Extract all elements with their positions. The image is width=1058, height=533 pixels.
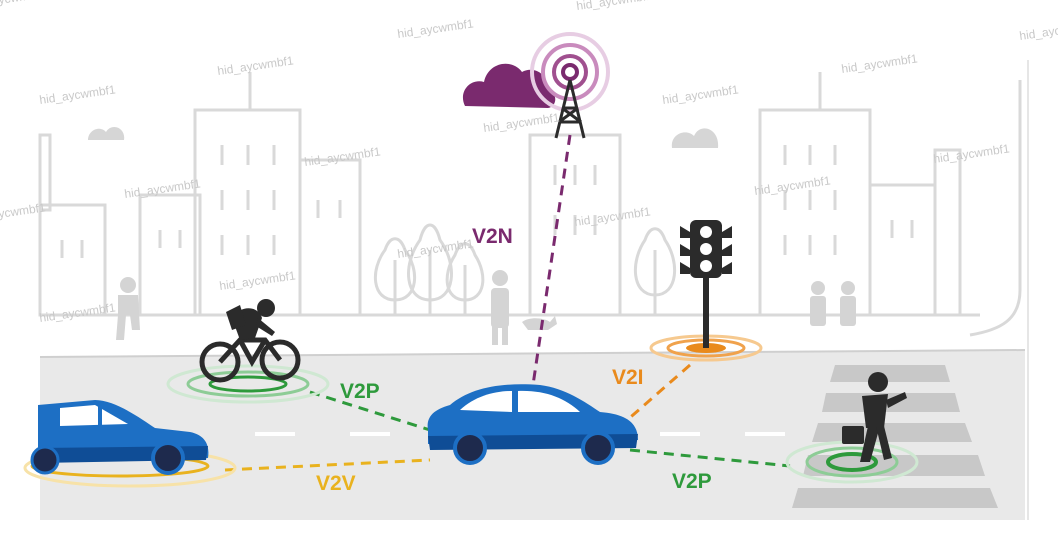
traffic-light-icon bbox=[649, 220, 763, 362]
v2n-label: V2N bbox=[472, 225, 513, 248]
v2i-label: V2I bbox=[612, 366, 644, 389]
v2v-link bbox=[224, 458, 431, 472]
v2p-cyclist-link bbox=[309, 390, 431, 432]
cell-tower-icon bbox=[530, 32, 610, 139]
cyclist-icon bbox=[166, 299, 330, 404]
car-icon-left bbox=[23, 400, 237, 488]
background-people bbox=[116, 270, 856, 345]
v2p-pedestrian-link bbox=[629, 448, 791, 468]
car-icon-center bbox=[427, 384, 638, 465]
v2p-cyclist-label: V2P bbox=[340, 380, 380, 403]
connections bbox=[224, 134, 791, 472]
v2v-label: V2V bbox=[316, 472, 356, 495]
crosswalk bbox=[792, 365, 998, 508]
city-skyline bbox=[38, 72, 1022, 337]
pedestrian-icon bbox=[785, 372, 919, 484]
background-clouds bbox=[88, 126, 719, 148]
v2n-link bbox=[531, 134, 572, 386]
v2i-link bbox=[624, 363, 691, 424]
v2p-pedestrian-label: V2P bbox=[672, 470, 712, 493]
